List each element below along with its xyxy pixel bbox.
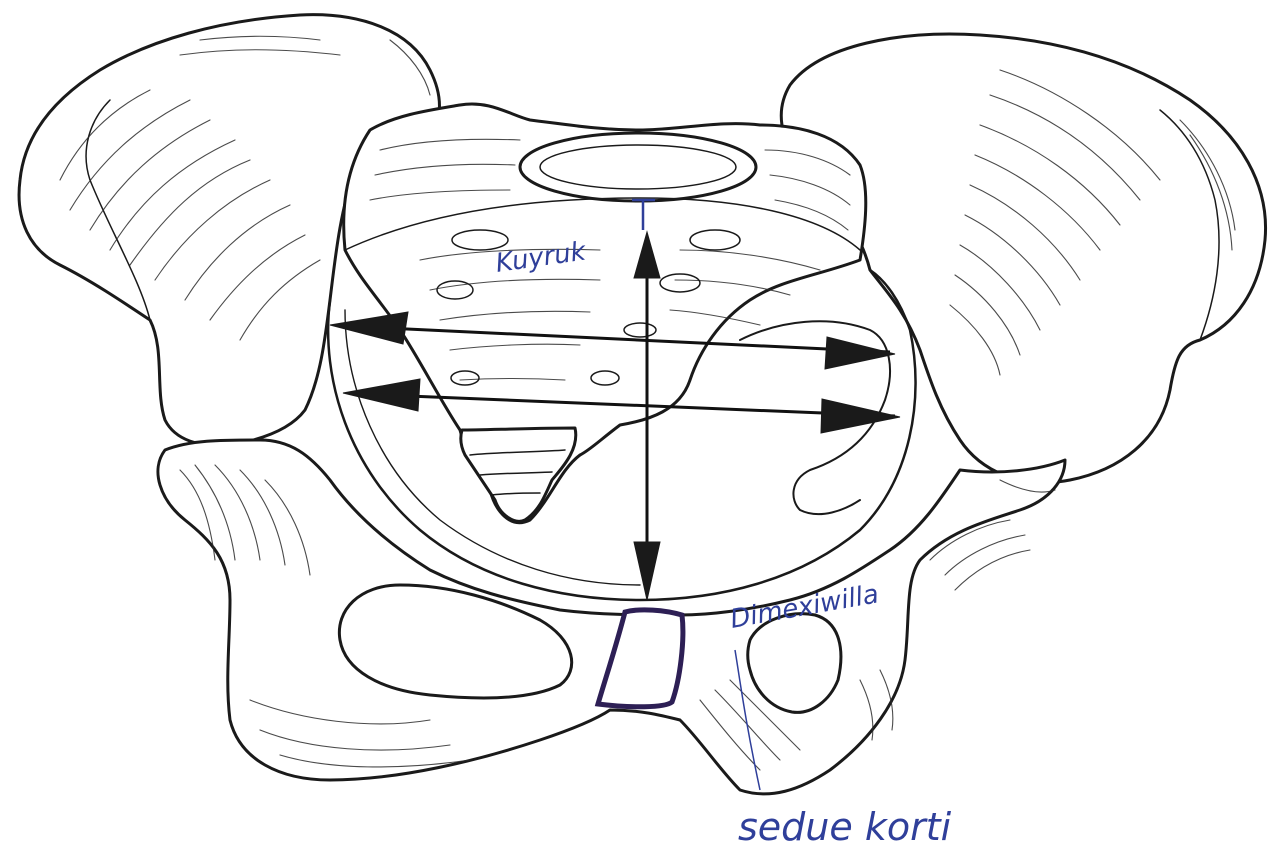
- left-obturator-foramen: [339, 585, 571, 698]
- transverse-arrow-right: [825, 337, 895, 369]
- transverse-arrow-left: [330, 312, 408, 344]
- sacrum: [344, 104, 866, 523]
- bottom-annotation: sedue korti: [738, 805, 952, 848]
- oblique-arrow-right: [821, 399, 900, 433]
- pubic-region: [158, 440, 1065, 794]
- conjugate-arrow-bottom: [634, 542, 660, 600]
